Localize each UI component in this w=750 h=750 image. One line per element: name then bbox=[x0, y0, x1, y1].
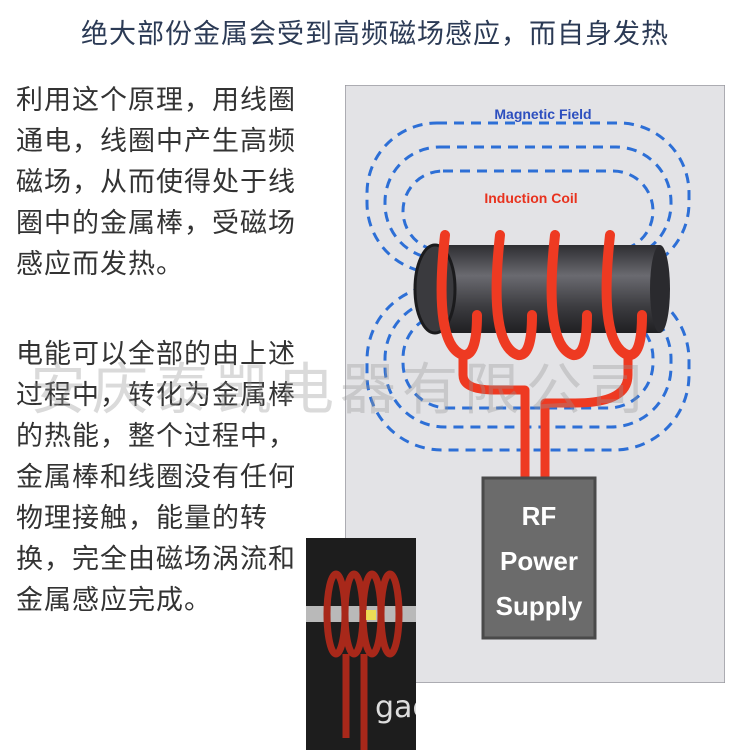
rf-power-supply bbox=[481, 476, 597, 640]
energy-text: 电能可以全部的由上述 过程中，转化为金属棒 的热能，整个过程中， 金属棒和线圈没… bbox=[16, 334, 306, 621]
text-line: 圈中的金属棒，受磁场 bbox=[16, 208, 296, 239]
coil-photo bbox=[306, 538, 416, 750]
text-line: 电能可以全部的由上述 bbox=[16, 339, 296, 370]
text-line: 通电，线圈中产生高频 bbox=[16, 126, 296, 157]
coil-lead bbox=[540, 355, 633, 480]
photo-hot-spot bbox=[366, 610, 376, 620]
magnetic-field-label: Magnetic Field bbox=[494, 106, 591, 122]
rod-end-near bbox=[413, 243, 457, 335]
coil-strand bbox=[491, 230, 537, 360]
coil-leads bbox=[458, 355, 633, 480]
power-supply-label-line: Supply bbox=[496, 591, 583, 621]
rod-end-far bbox=[650, 245, 670, 333]
text-line: 换，完全由磁场涡流和 bbox=[16, 544, 296, 575]
text-line: 过程中，转化为金属棒 bbox=[16, 380, 296, 411]
principle-text: 利用这个原理，用线圈 通电，线圈中产生高频 磁场，从而使得处于线 圈中的金属棒，… bbox=[16, 80, 306, 285]
coil-photo-image bbox=[306, 538, 416, 750]
text-line: 感应而发热。 bbox=[16, 249, 184, 280]
text-line: 金属棒和线圈没有任何 bbox=[16, 462, 296, 493]
coil-strand bbox=[436, 230, 482, 360]
text-line: 金属感应完成。 bbox=[16, 585, 212, 616]
coil-front bbox=[436, 230, 647, 360]
text-line: 磁场，从而使得处于线 bbox=[16, 167, 296, 198]
page-title: 绝大部份金属会受到高频磁场感应，而自身发热 bbox=[81, 19, 669, 50]
coil-lead bbox=[458, 355, 530, 480]
coil-strand bbox=[546, 230, 592, 360]
text-line: 利用这个原理，用线圈 bbox=[16, 85, 296, 116]
induction-coil-label: Induction Coil bbox=[484, 190, 577, 206]
field-loop bbox=[383, 145, 673, 261]
coil-strand bbox=[601, 230, 647, 360]
text-line: 物理接触，能量的转 bbox=[16, 503, 268, 534]
power-supply-label-line: RF bbox=[522, 501, 557, 531]
power-supply-label-line: Power bbox=[500, 546, 578, 576]
text-line: 的热能，整个过程中， bbox=[16, 421, 296, 452]
photo-coil bbox=[323, 570, 403, 750]
